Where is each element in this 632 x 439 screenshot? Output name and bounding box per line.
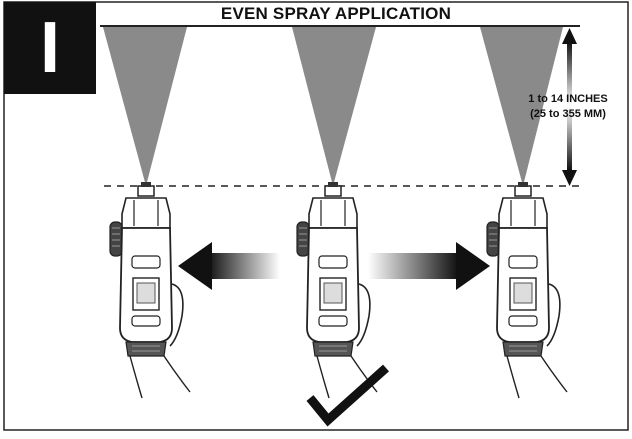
spray-gun-icon [296,181,378,399]
spray-cone-icon [480,27,563,186]
outer-frame [3,1,629,431]
checkmark-icon [306,364,390,427]
distance-bar [567,42,572,170]
step-badge: I [4,2,96,94]
diagram-title: EVEN SPRAY APPLICATION [220,4,452,23]
spray-cone-icon [103,27,187,186]
distance-arrow-up-icon [562,28,577,44]
distance-metric: (25 to 355 MM) [530,108,606,120]
right-arrow-icon [368,242,490,290]
spray-gun-icon [109,181,191,399]
spray-gun-icon [486,181,568,399]
spray-cone-icon [292,27,376,186]
distance-imperial: 1 to 14 INCHES [528,93,608,105]
distance-label: 1 to 14 INCHES (25 to 355 MM) [512,92,624,122]
step-label: I [39,8,60,88]
distance-arrow-down-icon [562,170,577,186]
left-arrow-icon [178,242,280,290]
